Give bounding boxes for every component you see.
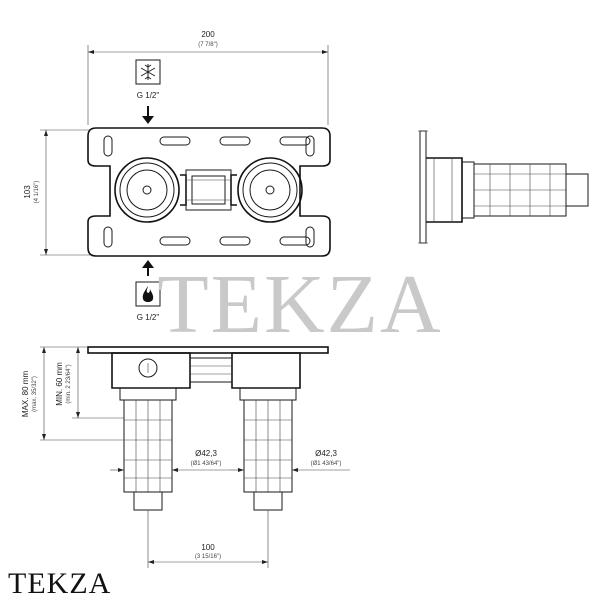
spacing-in-label: (3 15/16") [195, 554, 221, 560]
height-mm-label: 103 [23, 185, 32, 199]
spacing-dimension: 100 (3 15/16") [147, 510, 269, 568]
diameter-right-label: Ø42,3 [315, 449, 337, 458]
watermark-text: TEKZA [157, 258, 442, 351]
side-view [418, 130, 589, 244]
left-cartridge [119, 387, 177, 511]
height-dimension: 103 (4 1/16") [23, 129, 90, 256]
min-depth-dimension: MIN. 60 mm (min. 2 23/64") [55, 347, 124, 419]
height-in-label: (4 1/16") [34, 181, 40, 204]
width-mm-label: 200 [201, 30, 215, 39]
max-depth-dimension: MAX. 80 mm (max. 35/32") [21, 347, 124, 441]
arrow-up-icon [142, 260, 154, 276]
cold-inlet-marker: G 1/2" [135, 59, 161, 124]
width-dimension: 200 (7 7/8") [87, 30, 329, 125]
max-depth-in-label: (max. 35/32") [32, 376, 38, 412]
brand-logo: TEKZA [8, 567, 111, 600]
width-in-label: (7 7/8") [198, 42, 217, 48]
right-fitting [230, 157, 303, 223]
hot-inlet-label: G 1/2" [137, 313, 160, 322]
diameter-left-callout: Ø42,3 (Ø1 43/64") [110, 449, 230, 472]
mounting-plate [87, 127, 331, 257]
arrow-down-icon [142, 106, 154, 124]
diameter-left-in-label: (Ø1 43/64") [191, 461, 222, 467]
top-view: 200 (7 7/8") 103 (4 1/16") G 1/2" [23, 30, 331, 322]
snowflake-icon [140, 64, 156, 80]
left-fitting [114, 157, 187, 223]
bottom-view: MAX. 80 mm (max. 35/32") MIN. 60 mm (min… [21, 346, 350, 568]
diameter-right-callout: Ø42,3 (Ø1 43/64") [230, 449, 350, 472]
max-depth-mm-label: MAX. 80 mm [21, 371, 30, 418]
right-cartridge [239, 387, 297, 511]
diameter-left-label: Ø42,3 [195, 449, 217, 458]
cold-inlet-label: G 1/2" [137, 91, 160, 100]
flame-icon [142, 286, 154, 302]
min-depth-in-label: (min. 2 23/64") [66, 364, 72, 403]
hot-inlet-marker: G 1/2" [135, 260, 161, 322]
spacing-mm-label: 100 [201, 543, 215, 552]
min-depth-mm-label: MIN. 60 mm [55, 362, 64, 406]
diameter-right-in-label: (Ø1 43/64") [311, 461, 342, 467]
